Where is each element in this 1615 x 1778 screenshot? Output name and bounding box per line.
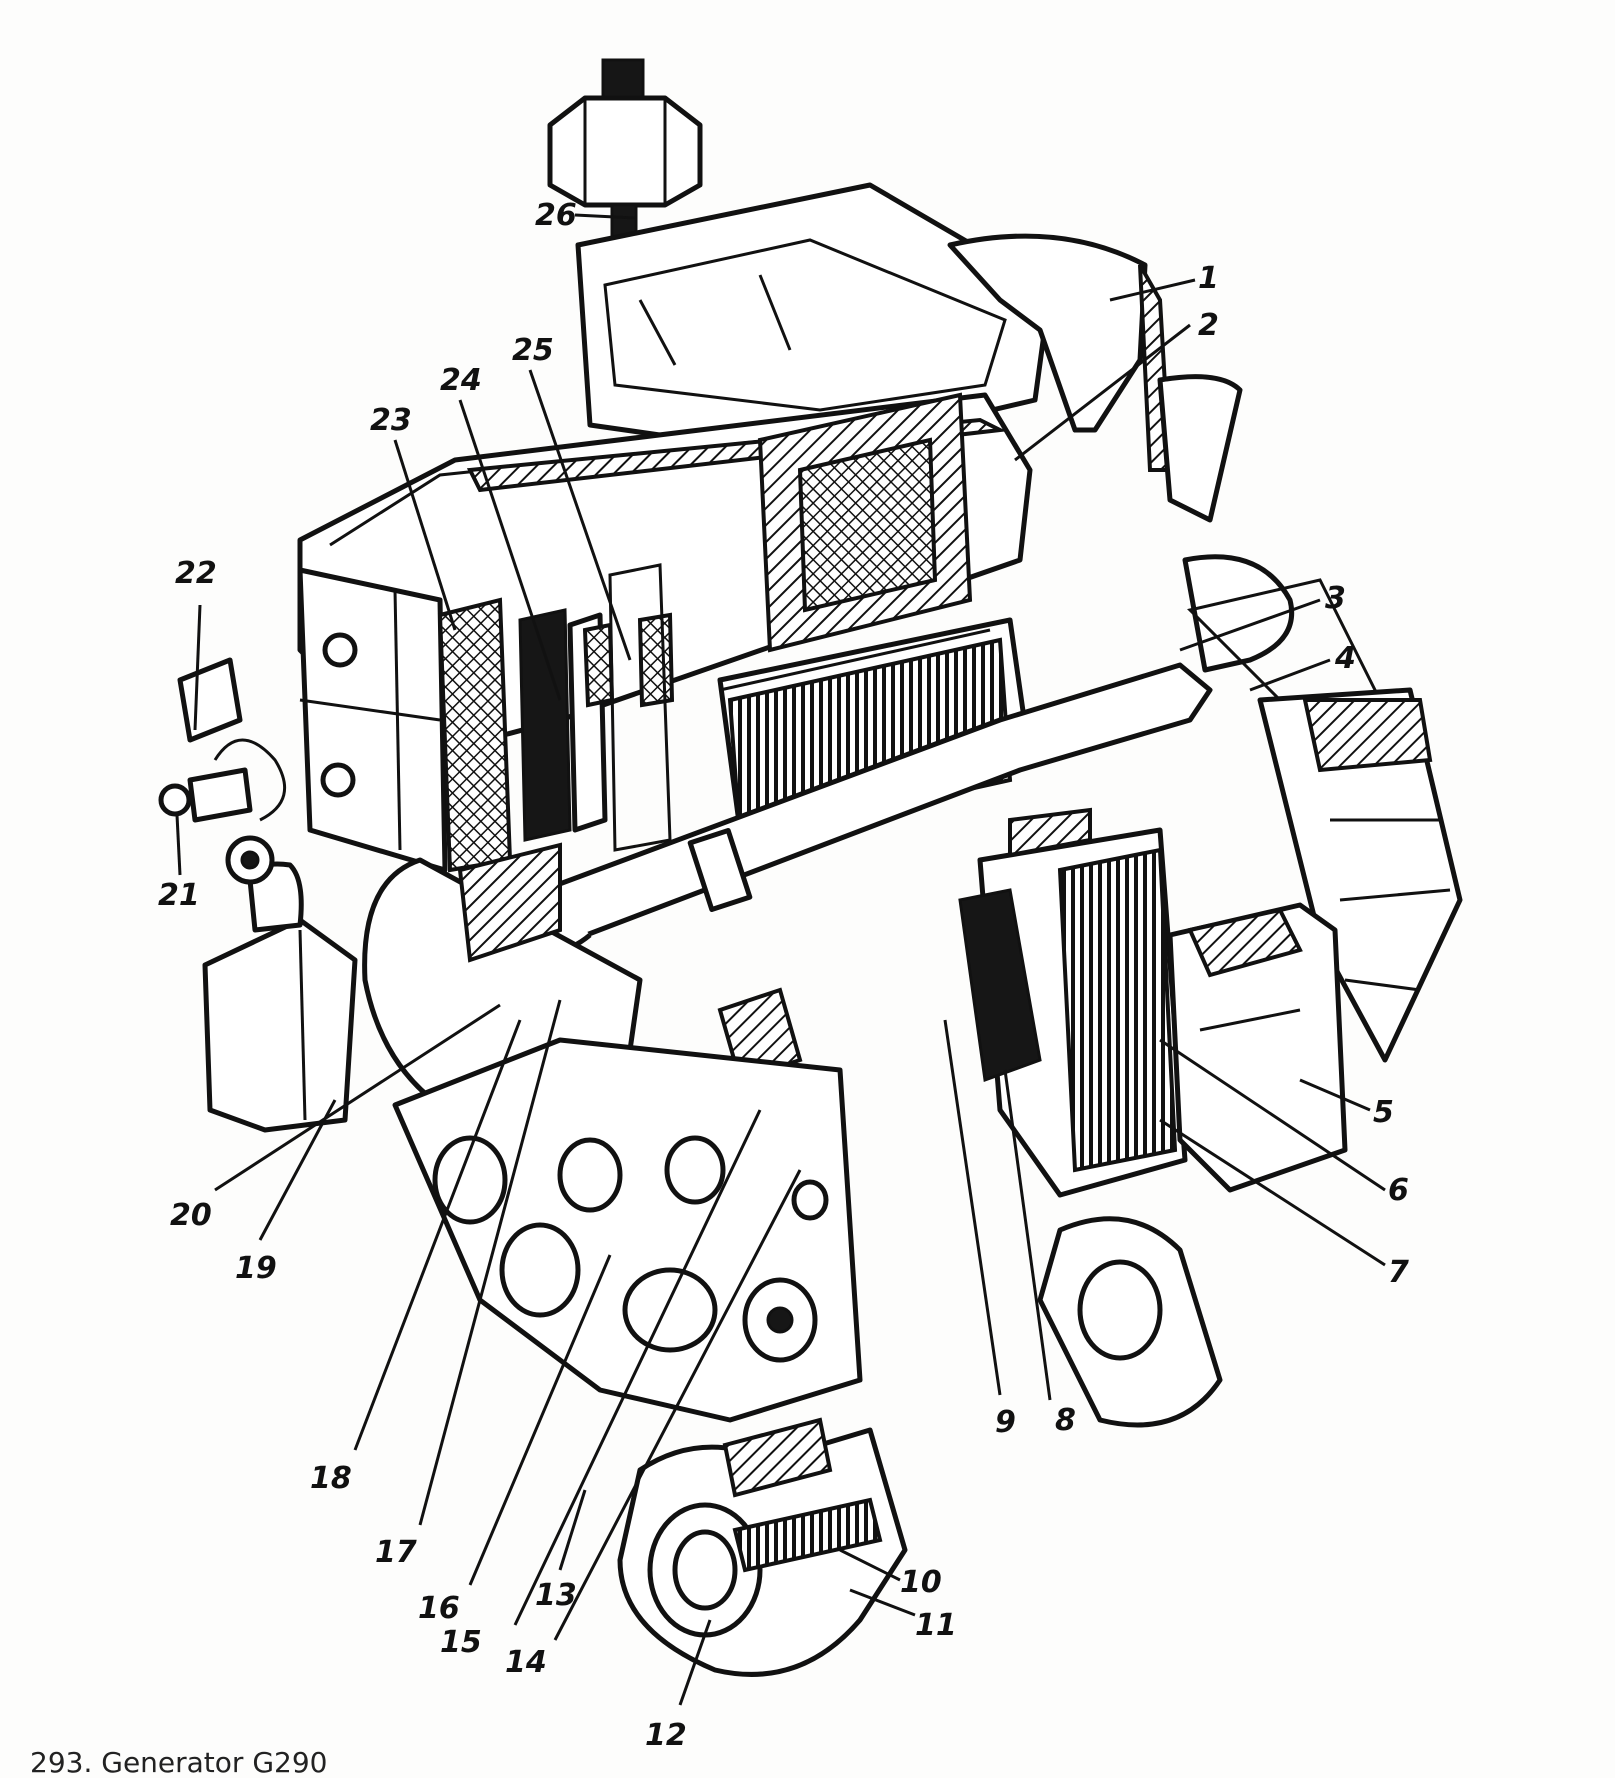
terminal-stud [547, 58, 703, 257]
mounting-bracket [1167, 902, 1348, 1193]
regulator-box [297, 567, 448, 873]
callout-15: 15 [440, 1625, 482, 1660]
callout-23: 23 [370, 403, 412, 438]
callout-9: 9 [995, 1405, 1016, 1440]
generator-body [158, 58, 1463, 1677]
callout-26: 26 [535, 198, 577, 233]
callout-5: 5 [1373, 1095, 1394, 1130]
callout-18: 18 [310, 1461, 352, 1496]
callout-20: 20 [170, 1198, 212, 1233]
callout-16: 16 [418, 1591, 460, 1626]
callout-22: 22 [175, 556, 217, 591]
oil-cup [202, 917, 358, 1133]
fan-blades [1257, 687, 1463, 1063]
callout-17: 17 [375, 1535, 417, 1570]
callout-2: 2 [1198, 308, 1219, 343]
callout-3: 3 [1325, 581, 1346, 616]
callout-13: 13 [535, 1578, 577, 1613]
callout-4: 4 [1334, 641, 1356, 676]
callout-14: 14 [505, 1645, 547, 1680]
callout-11: 11 [915, 1608, 957, 1643]
callout-19: 19 [235, 1251, 277, 1286]
leader-lines [175, 213, 1386, 1706]
callout-labels: 1 2 3 4 5 6 7 8 9 10 11 12 13 14 15 16 1… [158, 198, 1409, 1753]
callout-6: 6 [1388, 1173, 1409, 1208]
callout-24: 24 [440, 363, 482, 398]
callout-25: 25 [512, 333, 554, 368]
callout-10: 10 [900, 1565, 942, 1600]
callout-7: 7 [1388, 1255, 1409, 1290]
callout-1: 1 [1198, 261, 1219, 296]
callout-12: 12 [645, 1718, 687, 1753]
callout-21: 21 [158, 878, 200, 913]
coil-23 [437, 597, 513, 873]
callout-8: 8 [1055, 1403, 1076, 1438]
top-cover [575, 182, 1053, 458]
fan-shroud [947, 233, 1148, 433]
figure-caption: 293. Generator G290 [30, 1746, 327, 1778]
